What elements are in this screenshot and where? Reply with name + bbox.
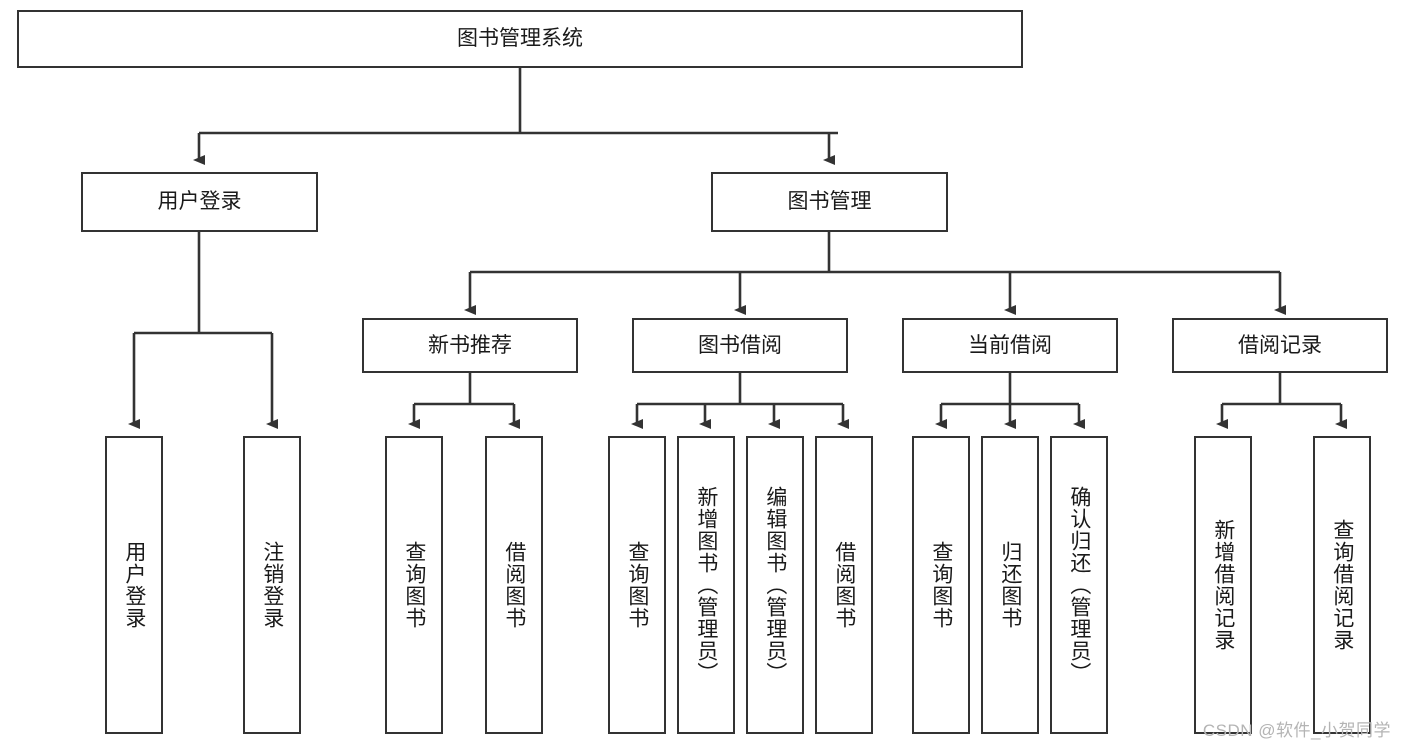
node-root-system[interactable]: 图书管理系统 [17, 10, 1023, 68]
csdn-watermark: CSDN @软件_小贺同学 [1202, 721, 1391, 740]
leaf-add-book-admin[interactable]: 新增图书（管理员） [677, 436, 735, 734]
leaf-query-book-recommend[interactable]: 查询图书 [385, 436, 443, 734]
leaf-logout-login[interactable]: 注销登录 [243, 436, 301, 734]
node-book-borrow[interactable]: 图书借阅 [632, 318, 848, 373]
leaf-borrow-book-borrow[interactable]: 借阅图书 [815, 436, 873, 734]
leaf-query-book-current[interactable]: 查询图书 [912, 436, 970, 734]
node-current-borrow[interactable]: 当前借阅 [902, 318, 1118, 373]
leaf-borrow-book-recommend[interactable]: 借阅图书 [485, 436, 543, 734]
node-user-login[interactable]: 用户登录 [81, 172, 318, 232]
node-book-manage[interactable]: 图书管理 [711, 172, 948, 232]
leaf-add-borrow-record[interactable]: 新增借阅记录 [1194, 436, 1252, 734]
leaf-user-login[interactable]: 用户登录 [105, 436, 163, 734]
leaf-query-book-borrow[interactable]: 查询图书 [608, 436, 666, 734]
leaf-edit-book-admin[interactable]: 编辑图书（管理员） [746, 436, 804, 734]
node-new-book-recommend[interactable]: 新书推荐 [362, 318, 578, 373]
leaf-query-borrow-record[interactable]: 查询借阅记录 [1313, 436, 1371, 734]
node-borrow-record[interactable]: 借阅记录 [1172, 318, 1388, 373]
leaf-return-book[interactable]: 归还图书 [981, 436, 1039, 734]
leaf-confirm-return-admin[interactable]: 确认归还（管理员） [1050, 436, 1108, 734]
